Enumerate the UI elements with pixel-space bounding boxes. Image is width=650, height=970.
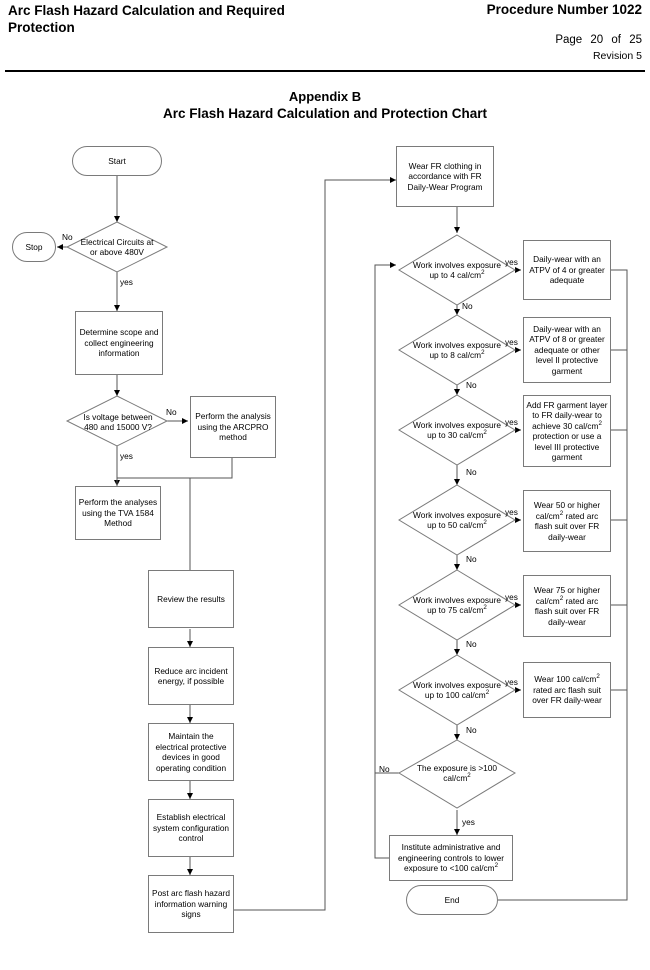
document-title: Arc Flash Hazard Calculation and Require… — [8, 3, 285, 35]
action-suit-50[interactable]: Wear 50 or higher cal/cm2 rated arc flas… — [523, 490, 611, 552]
edge-label-yes-over-100: yes — [462, 817, 475, 827]
header-divider — [5, 70, 645, 72]
edge-label-no-480v: No — [62, 232, 73, 242]
edge-label-yes-8: yes — [505, 337, 518, 347]
edge-label-no-over-100: No — [379, 764, 390, 774]
diamond-75 — [398, 569, 516, 641]
process-post-warning-signs[interactable]: Post arc flash hazard information warnin… — [148, 875, 234, 933]
decision-exposure-30[interactable]: Work involves exposure up to 30 cal/cm2 — [413, 419, 501, 441]
diamond-8 — [398, 314, 516, 386]
decision-exposure-8[interactable]: Work involves exposure up to 8 cal/cm2 — [413, 339, 501, 361]
action-fr-layer-30[interactable]: Add FR garment layer to FR daily-wear to… — [523, 395, 611, 467]
edge-label-no-8: No — [466, 380, 477, 390]
decision-voltage-range[interactable]: Is voltage between 480 and 15000 V? — [83, 411, 153, 433]
terminal-stop[interactable]: Stop — [12, 232, 56, 262]
appendix-title-block: Appendix B Arc Flash Hazard Calculation … — [0, 88, 650, 123]
edge-label-yes-50: yes — [505, 507, 518, 517]
process-determine-scope[interactable]: Determine scope and collect engineering … — [75, 311, 163, 375]
edge-label-no-voltage-range: No — [166, 407, 177, 417]
page-label: Page — [555, 34, 583, 46]
process-review-results[interactable]: Review the results — [148, 570, 234, 628]
decision-exposure-75[interactable]: Work involves exposure up to 75 cal/cm2 — [413, 594, 501, 616]
page-indicator: Page 20 of 25 — [550, 34, 642, 46]
page-total: 25 — [629, 34, 642, 46]
diamond-voltage-480 — [65, 221, 169, 273]
of-label: of — [611, 34, 621, 46]
process-wear-fr-clothing[interactable]: Wear FR clothing in accordance with FR D… — [396, 146, 494, 207]
action-suit-75[interactable]: Wear 75 or higher cal/cm2 rated arc flas… — [523, 575, 611, 637]
decision-exposure-4[interactable]: Work involves exposure up to 4 cal/cm2 — [413, 259, 501, 281]
edge-label-no-50: No — [466, 554, 477, 564]
edge-label-yes-75: yes — [505, 592, 518, 602]
diamond-4 — [398, 234, 516, 306]
edge-label-no-100: No — [466, 725, 477, 735]
action-atpv-4[interactable]: Daily-wear with an ATPV of 4 or greater … — [523, 240, 611, 300]
page-number: 20 — [590, 34, 604, 46]
diamond-100 — [398, 654, 516, 726]
decision-exposure-100[interactable]: Work involves exposure up to 100 cal/cm2 — [413, 679, 501, 701]
process-tva-1584[interactable]: Perform the analyses using the TVA 1584 … — [75, 486, 161, 540]
process-arcpro-method[interactable]: Perform the analysis using the ARCPRO me… — [190, 396, 276, 458]
edge-label-yes-4: yes — [505, 257, 518, 267]
edge-label-yes-480v: yes — [120, 277, 133, 287]
diamond-30 — [398, 394, 516, 466]
decision-exposure-50[interactable]: Work involves exposure up to 50 cal/cm2 — [413, 509, 501, 531]
decision-exposure-over-100[interactable]: The exposure is >100 cal/cm2 — [416, 762, 498, 784]
process-maintain-devices[interactable]: Maintain the electrical protective devic… — [148, 723, 234, 781]
appendix-label: Appendix B — [288, 89, 362, 104]
page-header: Arc Flash Hazard Calculation and Require… — [0, 0, 650, 72]
edge-label-no-30: No — [466, 467, 477, 477]
diamond-voltage-range — [65, 395, 169, 447]
edge-label-yes-30: yes — [505, 417, 518, 427]
diamond-50 — [398, 484, 516, 556]
revision-label: Revision 5 — [592, 50, 642, 62]
edge-label-yes-100: yes — [505, 677, 518, 687]
terminal-end[interactable]: End — [406, 885, 498, 915]
process-establish-config[interactable]: Establish electrical system configuratio… — [148, 799, 234, 857]
edge-label-yes-voltage-range: yes — [120, 451, 133, 461]
decision-circuits-480v[interactable]: Electrical Circuits at or above 480V — [80, 236, 154, 258]
diamond-over-100 — [398, 739, 516, 809]
action-atpv-8[interactable]: Daily-wear with an ATPV of 8 or greater … — [523, 317, 611, 383]
terminal-start[interactable]: Start — [72, 146, 162, 176]
process-reduce-energy[interactable]: Reduce arc incident energy, if possible — [148, 647, 234, 705]
process-institute-controls[interactable]: Institute administrative and engineering… — [389, 835, 513, 881]
appendix-subtitle: Arc Flash Hazard Calculation and Protect… — [162, 106, 488, 121]
edge-label-no-4: No — [462, 301, 473, 311]
edge-label-no-75: No — [466, 639, 477, 649]
procedure-number: Procedure Number 1022 — [486, 2, 642, 17]
action-suit-100[interactable]: Wear 100 cal/cm2 rated arc flash suit ov… — [523, 662, 611, 718]
